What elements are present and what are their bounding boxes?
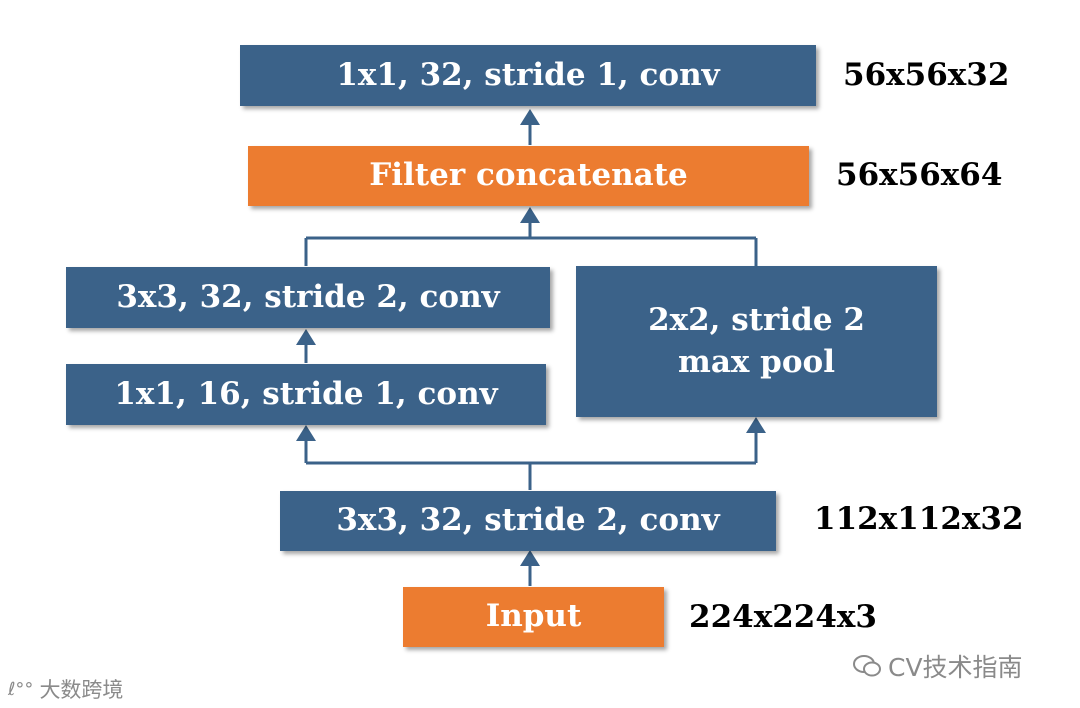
block-maxpool-line2: max pool	[678, 343, 835, 380]
dim-input: 224x224x3	[689, 599, 877, 635]
watermark-left-logo-icon: ℓ°°	[8, 678, 34, 700]
block-maxpool-line1: 2x2, stride 2	[648, 301, 865, 338]
block-top-conv-label: 1x1, 32, stride 1, conv	[336, 56, 720, 93]
arrowhead-concat	[520, 207, 540, 223]
block-top-conv: 1x1, 32, stride 1, conv	[240, 45, 816, 106]
arrowhead-top	[520, 109, 540, 125]
block-input-label: Input	[485, 598, 582, 635]
block-left-conv-1x1-label: 1x1, 16, stride 1, conv	[114, 375, 498, 412]
arrowhead-maxpool	[746, 417, 766, 433]
block-input: Input	[403, 587, 664, 647]
watermark-right: CV技术指南	[852, 648, 1023, 684]
block-left-conv-1x1: 1x1, 16, stride 1, conv	[66, 364, 546, 425]
block-stem-conv: 3x3, 32, stride 2, conv	[280, 491, 776, 551]
arrowhead-left-1x1	[296, 425, 316, 441]
watermark-left: ℓ°° 大数跨境	[8, 674, 123, 704]
block-filter-concat-label: Filter concatenate	[369, 157, 688, 194]
dim-filter-concat: 56x56x64	[836, 157, 1003, 193]
block-left-conv-3x3: 3x3, 32, stride 2, conv	[66, 267, 550, 328]
arrowhead-left-3x3	[296, 329, 316, 345]
dim-stem-conv: 112x112x32	[814, 501, 1024, 537]
watermark-left-text: 大数跨境	[39, 678, 124, 702]
block-left-conv-3x3-label: 3x3, 32, stride 2, conv	[116, 278, 500, 315]
arrowhead-stem	[520, 550, 540, 566]
dim-top-conv: 56x56x32	[843, 57, 1010, 93]
block-filter-concat: Filter concatenate	[248, 146, 809, 206]
block-maxpool: 2x2, stride 2 max pool	[576, 266, 937, 417]
watermark-right-text: CV技术指南	[888, 653, 1023, 682]
block-stem-conv-label: 3x3, 32, stride 2, conv	[336, 502, 720, 539]
wechat-icon	[853, 655, 881, 677]
